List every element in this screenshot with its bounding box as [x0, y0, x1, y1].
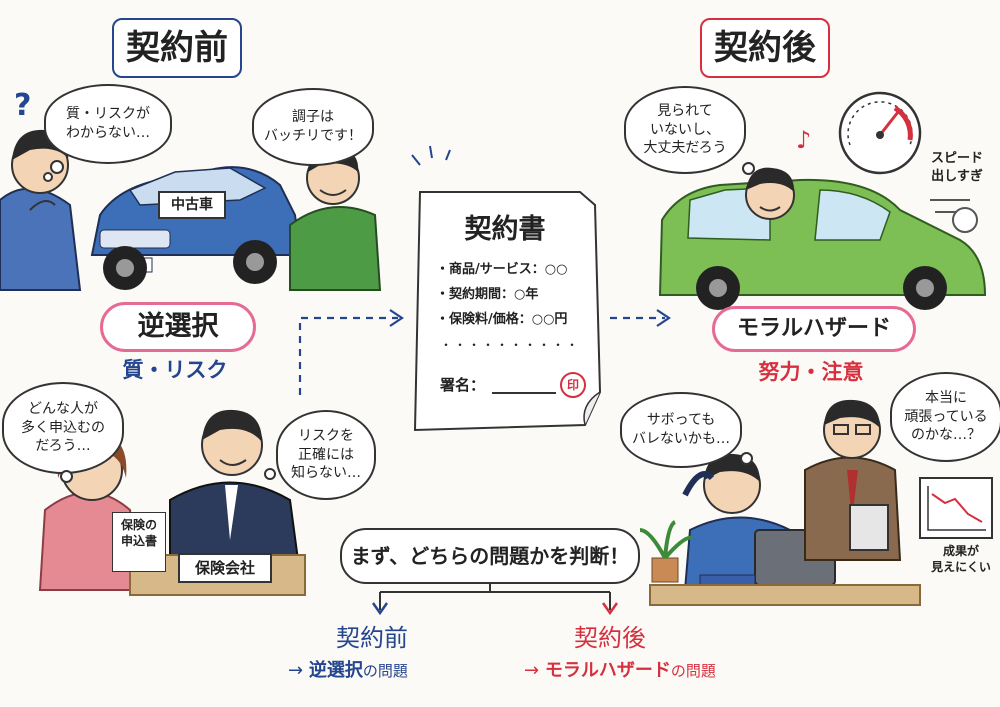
bottom-left-main: 逆選択: [308, 660, 363, 681]
green-car-illustration: [658, 167, 987, 310]
adverse-selection-tag: 逆選択: [100, 302, 256, 352]
bottom-right-title: 契約後: [574, 624, 646, 652]
signature-label: 署名：: [440, 376, 486, 394]
speedometer-icon: [838, 91, 922, 175]
worker-thought-bubble: サボっても バレないかも…: [620, 392, 742, 468]
plant-illustration: [639, 520, 693, 583]
thought-dot: [740, 452, 753, 465]
arrow-right-icon: →: [288, 660, 304, 681]
title-before: 契約前: [112, 18, 242, 78]
judge-post: を判断！: [549, 544, 630, 568]
contract-title: 契約書: [464, 214, 546, 245]
arrow-right-icon: →: [524, 660, 540, 681]
bottom-right-line: → モラルハザードの問題: [524, 656, 716, 682]
office-desk-illustration: [649, 584, 921, 606]
thought-dot: [60, 470, 73, 483]
effort-attention-label: 努力・注意: [758, 360, 864, 384]
bottom-left-suffix: の問題: [362, 662, 408, 680]
bottom-left-line: → 逆選択の問題: [288, 656, 408, 682]
judge-highlight: どちらの問題か: [409, 544, 550, 568]
buyer-thought-bubble: 質・リスクが わからない…: [44, 84, 172, 164]
boss-person-illustration: [804, 399, 902, 561]
seal-stamp: 印: [560, 372, 586, 398]
chart-caption: 成果が 見えにくい: [931, 544, 991, 575]
thought-dot: [43, 172, 53, 182]
insurer-thought-bubble: リスクを 正確には 知らない…: [276, 410, 376, 500]
declining-chart-icon: [919, 477, 993, 539]
contract-item-3: ・保険料/価格：○○円: [436, 312, 568, 327]
seller-person-illustration: [289, 147, 382, 291]
question-mark-icon: ?: [14, 88, 32, 123]
judge-bubble: まず、どちらの問題かを判断！: [340, 528, 640, 584]
judge-pre: まず、: [350, 544, 410, 568]
thought-dot: [50, 160, 64, 174]
contract-item-2: ・契約期間：○年: [436, 287, 539, 302]
applicant-thought-bubble: どんな人が 多く申込むの だろう…: [2, 382, 124, 474]
application-form: 保険の 申込書: [112, 512, 166, 572]
arrow-to-contract: [298, 316, 398, 395]
contract-item-1: ・商品/サービス：○○: [436, 262, 568, 277]
music-note-icon: ♪: [796, 126, 812, 154]
bottom-right-main: モラルハザード: [544, 660, 671, 681]
bottom-right-suffix: の問題: [670, 662, 716, 680]
title-after: 契約後: [700, 18, 830, 78]
signature-line: [492, 392, 556, 394]
insurer-person-illustration: [169, 409, 302, 576]
driver-thought-bubble: 見られて いないし、 大丈夫だろう: [624, 86, 746, 174]
contract-dots: ・・・・・・・・・・: [440, 338, 581, 352]
insurer-desk-sign: 保険会社: [178, 553, 272, 583]
quality-risk-label: 質・リスク: [122, 358, 228, 382]
moral-hazard-tag: モラルハザード: [712, 306, 916, 352]
used-car-sign: 中古車: [158, 191, 226, 219]
thought-dot: [742, 162, 755, 175]
bottom-left-title: 契約前: [336, 624, 408, 652]
used-car-illustration: [90, 166, 302, 290]
thought-dot: [264, 468, 276, 480]
seller-speech-bubble: 調子は バッチリです！: [252, 88, 374, 166]
speed-label: スピード 出しすぎ: [930, 151, 983, 184]
boss-thought-bubble: 本当に 頑張っている のかな…？: [890, 372, 1000, 462]
